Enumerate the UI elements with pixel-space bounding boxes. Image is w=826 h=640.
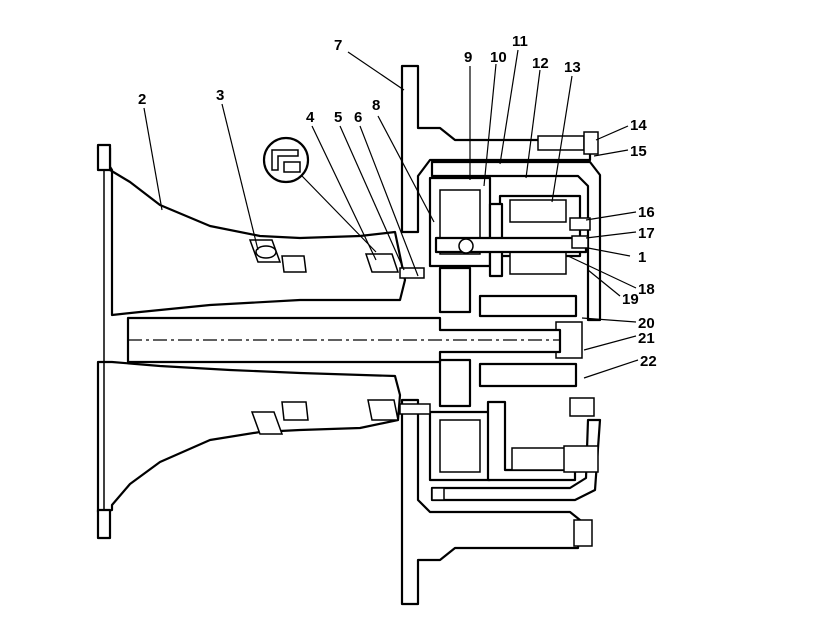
axle-housing-lower	[96, 360, 402, 514]
sun-gear-hub	[438, 266, 583, 408]
inner-bearing-lower	[250, 401, 309, 435]
label-13: 13	[564, 59, 581, 76]
label-17: 17	[638, 225, 655, 242]
label-19: 19	[622, 291, 639, 308]
bolt-top-right	[537, 131, 599, 155]
housing-flange	[96, 143, 112, 540]
label-18: 18	[638, 281, 655, 298]
label-9: 9	[464, 49, 472, 66]
planetary-gear-upper	[428, 176, 582, 278]
label-7: 7	[334, 37, 342, 54]
label-10: 10	[490, 49, 507, 66]
axle-shaft	[126, 316, 562, 364]
outer-bearing-lower	[367, 399, 431, 421]
label-4: 4	[306, 109, 315, 126]
outer-bearing-upper	[364, 253, 425, 279]
label-20: 20	[638, 315, 655, 332]
label-2: 2	[138, 91, 146, 108]
label-14: 14	[630, 117, 647, 134]
part-labels: 2 3 4 5 6 7 8 9 10 11 12 13 14 15 16 17 …	[138, 33, 657, 370]
label-22: 22	[640, 353, 657, 370]
planet-pin	[434, 236, 588, 254]
label-1: 1	[638, 249, 646, 266]
label-5: 5	[334, 109, 342, 126]
label-15: 15	[630, 143, 647, 160]
drain-plug	[431, 445, 599, 501]
label-3: 3	[216, 87, 224, 104]
seal-detail-callout	[262, 136, 377, 253]
label-21: 21	[638, 330, 655, 347]
label-11: 11	[512, 33, 528, 50]
label-16: 16	[638, 204, 655, 221]
label-12: 12	[532, 55, 549, 72]
bolt-right-lower	[569, 397, 595, 547]
axle-housing-upper	[96, 146, 407, 317]
label-8: 8	[372, 97, 380, 114]
planetary-gear-lower	[428, 400, 583, 482]
bolt-right-upper	[569, 217, 591, 249]
ring-gear-housing	[430, 160, 602, 502]
label-6: 6	[354, 109, 362, 126]
leader-lines	[143, 49, 639, 379]
